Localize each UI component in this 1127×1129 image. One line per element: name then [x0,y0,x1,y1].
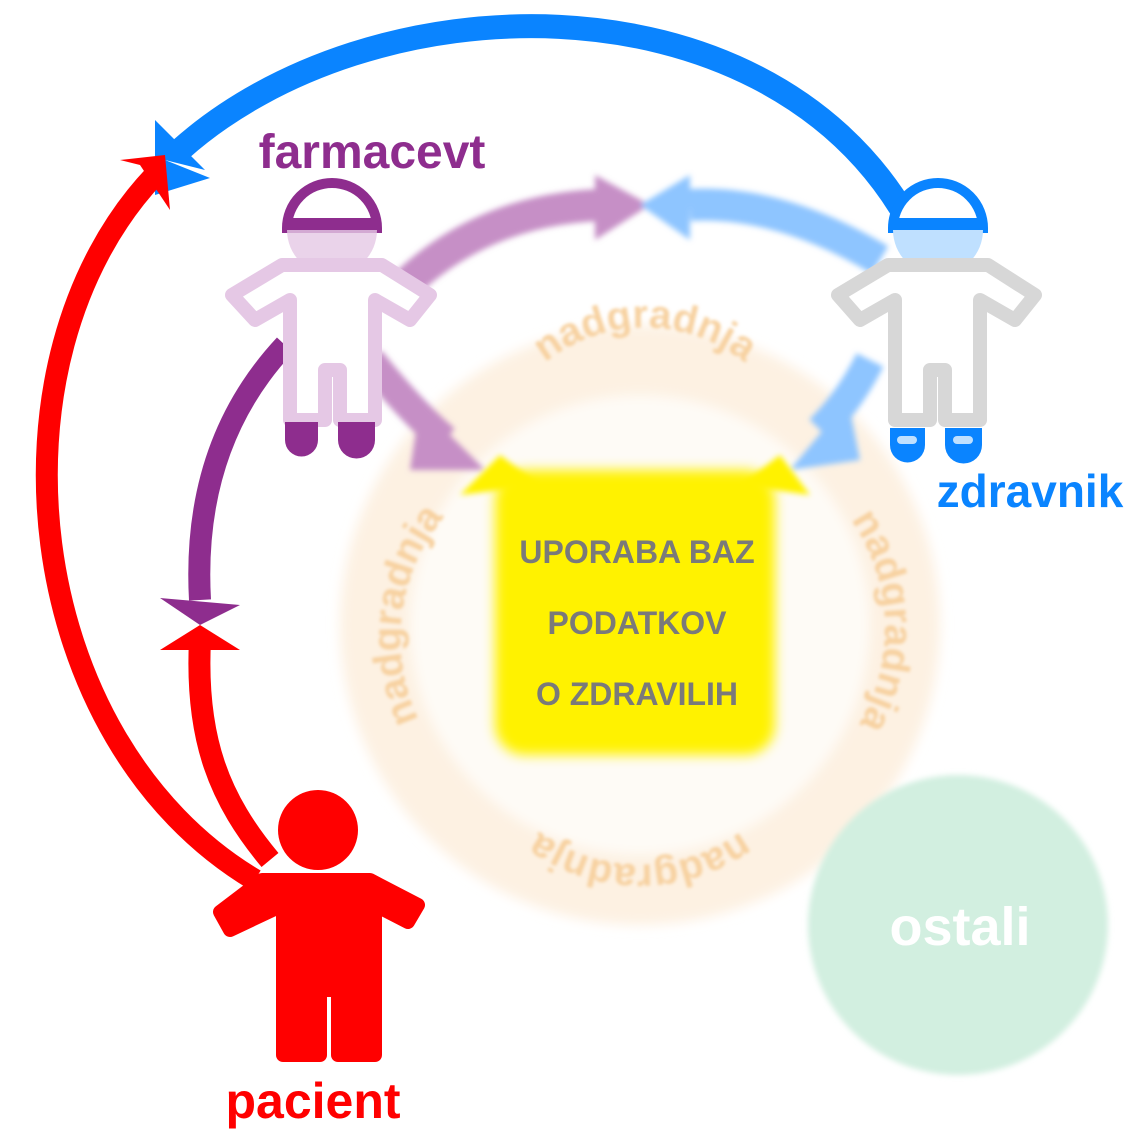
doctor-to-pharmacist-arrow [155,14,916,222]
patient-label: pacient [225,1073,400,1129]
person-icon [225,178,437,459]
pharmacist-to-patient-arrow [160,337,294,625]
center-box: UPORABA BAZ PODATKOV O ZDRAVILIH [460,455,810,755]
center-line-2: PODATKOV [548,605,728,641]
patient-to-pharmacist-arrow [35,155,261,890]
patient-to-center-arrow [160,625,279,868]
patient-figure: pacient [213,790,425,1129]
doctor-figure: zdravnik [831,178,1124,517]
pharmacist-figure: farmacevt [225,126,486,459]
others-label: ostali [889,897,1030,957]
others-circle: ostali [808,775,1108,1075]
pharmacist-label: farmacevt [259,126,486,179]
center-line-1: UPORABA BAZ [519,534,754,570]
center-line-3: O ZDRAVILIH [536,676,738,712]
person-icon [831,178,1042,464]
doctor-label: zdravnik [937,465,1124,517]
person-icon [213,790,425,1062]
